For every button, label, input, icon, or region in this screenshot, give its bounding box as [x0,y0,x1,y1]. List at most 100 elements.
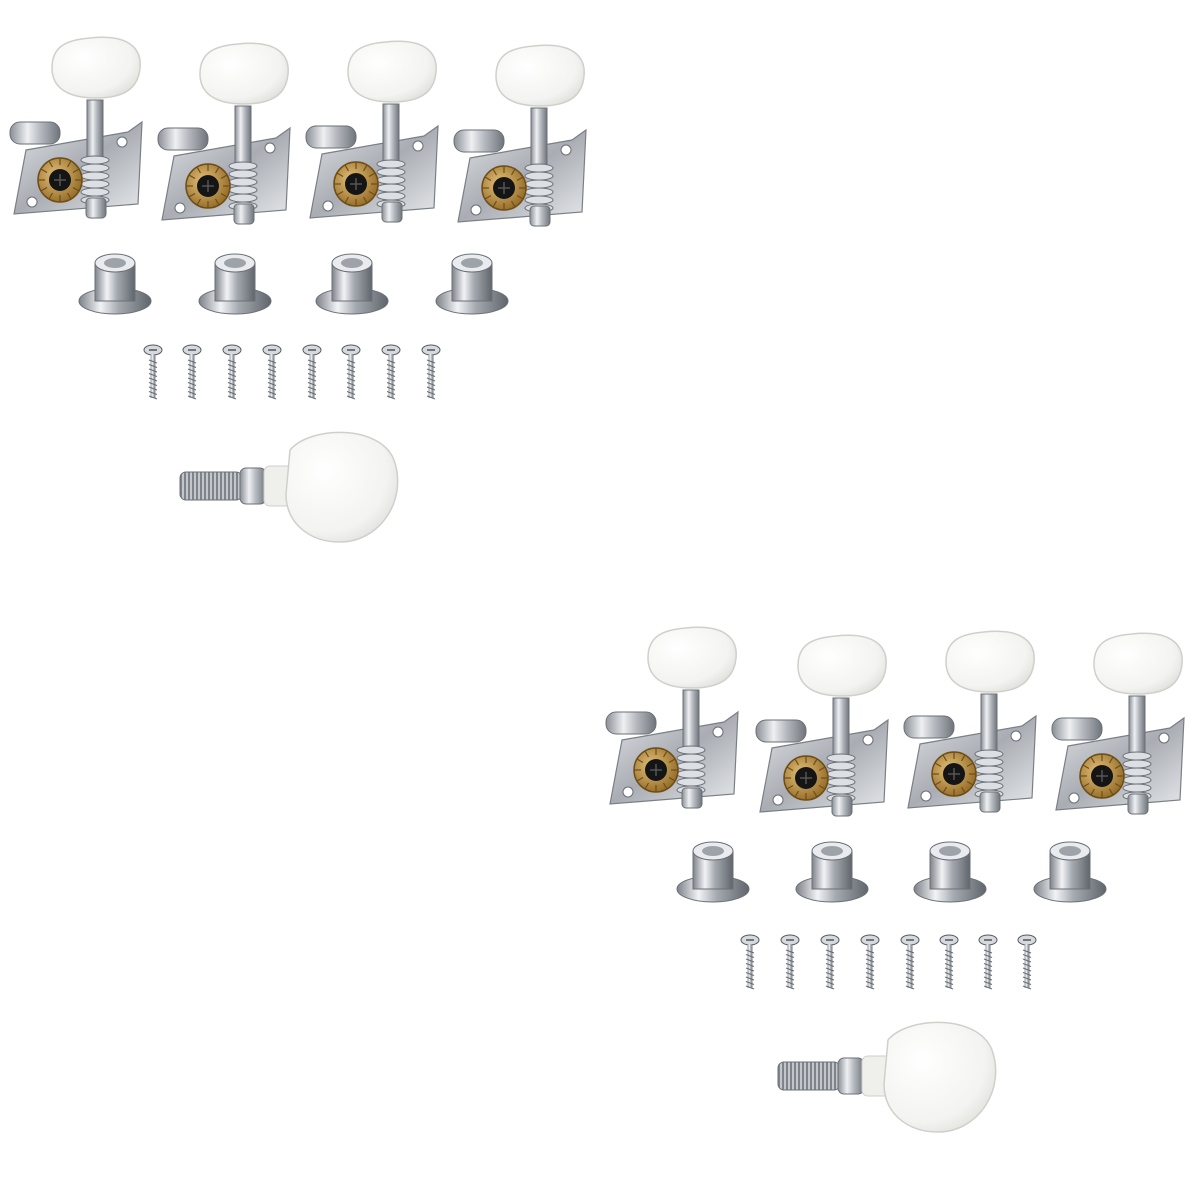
gear-screw-slot [202,180,214,192]
screw-thread [386,386,396,391]
mount-hole [920,790,932,802]
screw-thread [944,963,954,967]
screw-thread [227,359,237,364]
screw-thread [1022,976,1032,981]
screw-thread [267,377,277,382]
gear-tooth [644,782,650,790]
screw-thread [187,377,197,382]
gear-tooth [344,164,350,172]
screw-thread [745,972,755,976]
worm-coil [676,761,706,771]
screw-thread [865,972,875,976]
screw-thread [825,972,835,976]
gear-tooth [1082,782,1090,788]
screw-thread [227,364,237,368]
screw-thread [785,985,795,990]
screw-thread [187,386,197,391]
gear-tooth [1082,764,1090,770]
gear-tooth [484,176,492,182]
peg-collar [239,467,267,505]
gear-tooth [1090,756,1096,764]
worm-coil [826,753,856,763]
screw [381,344,401,400]
worm-coil [80,155,110,165]
gear-tooth [794,790,800,798]
white-button [51,36,141,99]
screw [1017,934,1037,990]
worm-coil [376,159,406,169]
screw-thread [187,391,197,395]
screw [182,344,202,400]
gear-tooth [1108,788,1114,796]
gear-tooth [818,766,826,772]
screw-thread [148,359,158,364]
screw [302,344,322,400]
set-bottom-right [605,626,1185,1133]
screw-thread [227,373,237,377]
screw-thread [187,395,197,400]
white-button [495,44,585,107]
gear-tooth [1114,764,1122,770]
screw-thread [227,382,237,386]
string-post [9,121,61,145]
screw-thread [785,967,795,972]
screw-thread [148,364,158,368]
tuner [1051,632,1185,815]
screw-thread [386,368,396,373]
screw-thread [1022,981,1032,985]
screw-thread [187,359,197,364]
gear-tooth [510,168,516,176]
screw-thread [307,364,317,368]
mount-hole [862,734,874,746]
gear-tooth [812,758,818,766]
worm-coil [826,761,856,771]
screw-thread [1022,958,1032,963]
post-cap [233,203,255,225]
gear-tooth [818,784,826,790]
screw-thread [148,391,158,395]
string-post [453,129,505,153]
screw-thread [386,395,396,400]
screw-shank [946,944,952,988]
screw-thread [944,976,954,981]
peg-knurl [777,1061,841,1091]
screw-thread [426,368,436,373]
screw-thread [825,976,835,981]
shaft [86,99,104,161]
post-cap [681,787,703,809]
peg-button [285,431,399,543]
screw-thread [944,958,954,963]
worm-coil [1122,759,1152,769]
screw-thread [1022,972,1032,976]
worm-coil [228,177,258,187]
worm-coil [376,183,406,193]
screw-thread [227,386,237,391]
mount-hole [712,726,724,738]
string-post [157,127,209,151]
screw-thread [865,954,875,958]
screw-thread [825,963,835,967]
bushing-hole [702,846,724,856]
screw-thread [227,368,237,373]
screw [262,344,282,400]
screw-thread [745,963,755,967]
tuner [305,40,439,223]
screw-shank [907,944,913,988]
screw-thread [983,972,993,976]
tuner [157,42,291,225]
gear-screw-slot [800,772,812,784]
screw-thread [825,949,835,954]
mount-hole [470,204,482,216]
screw-thread [307,395,317,400]
screw [939,934,959,990]
gear-tooth [368,172,376,178]
gear-screw-slot [650,764,662,776]
post-cap [381,201,403,223]
screw-thread [386,373,396,377]
gear-tooth [196,166,202,174]
post-cap [831,795,853,817]
gear-tooth [336,190,344,196]
mount-hole [560,144,572,156]
screw-thread [386,391,396,395]
screw-thread [785,949,795,954]
